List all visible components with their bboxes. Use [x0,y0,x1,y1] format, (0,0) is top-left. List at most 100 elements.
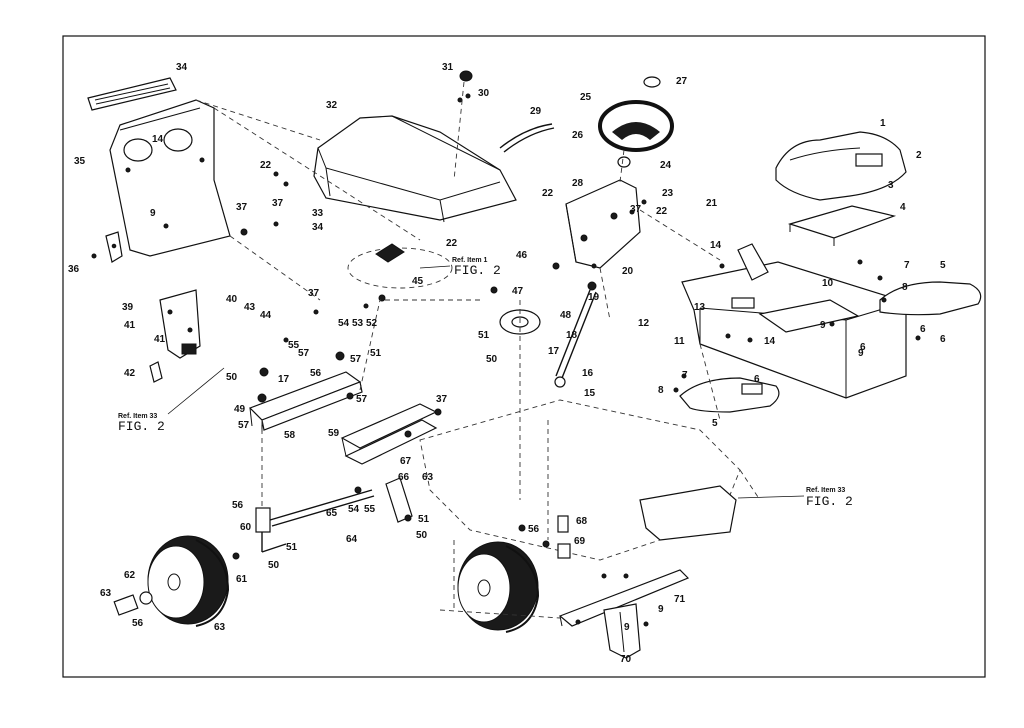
callout-29: 29 [530,106,542,117]
callout-6: 6 [940,334,946,345]
callout-31: 31 [442,62,454,73]
callout-57: 57 [350,354,362,365]
callout-23: 23 [662,188,674,199]
callout-14: 14 [152,134,164,145]
part-64-hub [113,591,153,616]
callout-16: 16 [582,368,594,379]
callout-19: 19 [588,292,600,303]
callout-36: 36 [68,264,80,275]
callout-57: 57 [238,420,250,431]
part-27-cap [643,76,661,88]
callout-51: 51 [478,330,490,341]
part-42-bracket [159,289,201,359]
callout-57: 57 [356,394,368,405]
callout-39: 39 [122,302,134,313]
part-65-wheel-left [147,535,230,627]
callout-22: 22 [656,206,668,217]
callout-60: 60 [240,522,252,533]
callout-6: 6 [754,374,760,385]
callout-22: 22 [542,188,554,199]
callout-67: 67 [400,456,412,467]
part-35-decal [87,77,177,111]
callout-24: 24 [660,160,672,171]
callout-21: 21 [706,198,718,209]
fig-ref-1-item: Ref. Item 1 [452,257,488,264]
callout-3: 3 [888,180,894,191]
callout-50: 50 [416,530,428,541]
callout-32: 32 [326,100,338,111]
callout-4: 4 [900,202,906,213]
callout-9: 9 [624,622,630,633]
part-4-seat-pan [787,205,897,246]
fig-ref-1: Ref. Item 1 FIG. 2 [419,257,501,278]
callout-63: 63 [100,588,112,599]
callout-41: 41 [154,334,166,345]
callout-37: 37 [272,198,284,209]
callout-5: 5 [940,260,946,271]
callout-10: 10 [822,278,834,289]
callout-28: 28 [572,178,584,189]
part-29-handle [499,123,555,153]
part-68-spindle [385,477,413,523]
callout-30: 30 [478,88,490,99]
part-31-cap [459,70,473,82]
callout-7: 7 [682,370,688,381]
callout-48: 48 [560,310,572,321]
part-46-plate [347,243,453,289]
callout-46: 46 [516,250,528,261]
fig-ref-2-fig: FIG. 2 [118,419,165,434]
callout-71: 71 [674,594,686,605]
fig-ref-3: Ref. Item 33 FIG. 2 [737,487,853,509]
callout-68: 68 [576,516,588,527]
callout-56: 56 [132,618,144,629]
callout-22: 22 [260,160,272,171]
callout-5: 5 [712,418,718,429]
callout-50: 50 [268,560,280,571]
callout-14: 14 [710,240,722,251]
part-73-front-bracket [558,569,690,627]
callout-56: 56 [528,524,540,535]
callout-9: 9 [658,604,664,615]
fig-ref-3-fig: FIG. 2 [806,494,853,509]
callout-27: 27 [676,76,688,87]
callout-9: 9 [820,320,826,331]
callout-56: 56 [232,500,244,511]
fig-ref-1-fig: FIG. 2 [454,263,501,278]
callout-37: 37 [630,204,642,215]
hardware [91,93,921,627]
fig-ref-2-item: Ref. Item 33 [118,413,157,420]
part-70-pivot [557,515,571,559]
callout-70: 70 [620,654,632,665]
callout-34: 34 [312,222,324,233]
callout-33: 33 [312,208,324,219]
callout-41: 41 [124,320,136,331]
assembly-lines [195,81,761,619]
callout-6: 6 [860,342,866,353]
callout-51: 51 [370,348,382,359]
callout-1: 1 [880,118,886,129]
part-28-console [565,179,641,269]
part-34-bracket [105,231,123,263]
callout-37: 37 [436,394,448,405]
part-62-spindle [255,507,287,553]
callout-50: 50 [226,372,238,383]
callout-69: 69 [574,536,586,547]
part-wheel-right [457,541,540,633]
callout-65: 65 [326,508,338,519]
callout-7: 7 [904,260,910,271]
callout-22: 22 [446,238,458,249]
callout-6: 6 [920,324,926,335]
callout-18: 18 [566,330,578,341]
callout-57: 57 [298,348,310,359]
part-5-fender-right [879,281,982,316]
callout-13: 13 [694,302,706,313]
callout-26: 26 [572,130,584,141]
part-25-steering-wheel [598,100,674,152]
part-32-hood [313,115,517,223]
callout-15: 15 [584,388,596,399]
callout-17: 17 [548,346,560,357]
part-66-tie-rod [269,486,375,527]
callout-54: 54 [338,318,350,329]
callout-34: 34 [176,62,188,73]
